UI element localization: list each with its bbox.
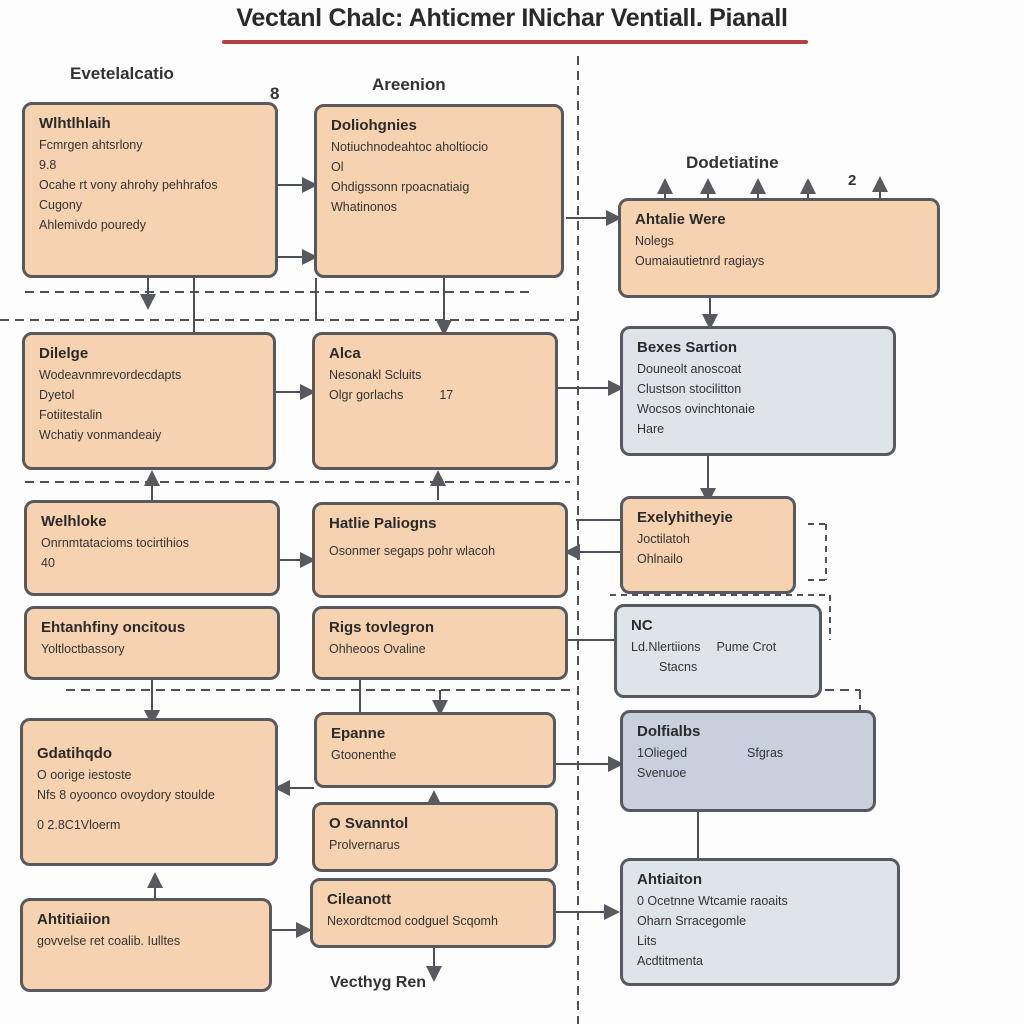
box-line: Yoltloctbassory [41, 642, 125, 656]
box-title: O Svanntol [329, 815, 409, 832]
flow-box-17: Ahtitiaiion govvelse ret coalib. Iulltes [20, 898, 272, 992]
arrow-connectors [140, 176, 888, 982]
box-line: Gtoonenthe [331, 748, 397, 762]
box-title: Ahtiaiton [637, 871, 702, 888]
box-line: Hare [637, 422, 665, 436]
flow-box-6: Bexes Sartion Douneolt anoscoat Clustson… [620, 326, 896, 456]
column-label-left: Evetelalcatio [70, 64, 174, 83]
box-title: Wlhtlhlaih [39, 115, 111, 132]
box-line: Fcmrgen ahtsrlony [39, 138, 143, 152]
page-title: Vectanl Chalc: Ahticmer INichar Ventiall… [236, 4, 788, 32]
flow-box-11: Rigs tovlegron Ohheoos Ovaline [312, 606, 568, 680]
box-title: Doliohgnies [331, 117, 417, 134]
box-line: Ocahe rt vony ahrohy pehhrafos [39, 178, 218, 192]
box-title: Hatlie Paliogns [329, 515, 437, 532]
flow-box-19: Ahtiaiton 0 Ocetnne Wtcamie raoaits Ohar… [620, 858, 900, 986]
column-label-middle: Areenion [372, 75, 446, 94]
box-title: Epanne [331, 725, 386, 742]
box-line: Whatinonos [331, 200, 398, 214]
flow-box-13: Gdatihqdo O oorige iestoste Nfs 8 oyoonc… [20, 718, 278, 866]
box-title: Exelyhitheyie [637, 509, 733, 526]
box-line: Dyetol [39, 388, 75, 402]
box-line: Stacns [659, 660, 698, 674]
box-line: Nolegs [635, 234, 674, 248]
box-title: Dilelge [39, 345, 89, 362]
box-title: Dolfialbs [637, 723, 701, 740]
box-line: Notiuchnodeahtoc aholtiocio [331, 140, 489, 154]
flow-box-16: O Svanntol Prolvernarus [312, 802, 558, 872]
flow-box-8: Hatlie Paliogns Osonmer segaps pohr wlac… [312, 502, 568, 598]
box-title: Alca [329, 345, 361, 362]
column-number-left: 8 [270, 84, 280, 103]
box-line: Ohheoos Ovaline [329, 642, 426, 656]
box-line: Ohdigssonn rpoacnatiaig [331, 180, 470, 194]
box-line: Osonmer segaps pohr wlacoh [329, 544, 496, 558]
column-number-right: 2 [848, 172, 857, 189]
flow-box-4: Dilelge Wodeavnmrevordecdapts Dyetol Fot… [22, 332, 276, 470]
box-line: Ahlemivdo pouredy [39, 218, 147, 232]
flow-box-2: Doliohgnies Notiuchnodeahtoc aholtiocio … [314, 104, 564, 278]
box-line: Clustson stocilitton [637, 382, 742, 396]
box-line: Nesonakl Scluits [329, 368, 422, 382]
flow-box-10: Ehtanhfiny oncitous Yoltloctbassory [24, 606, 280, 680]
dashed-dividers [0, 56, 861, 1024]
box-line: Onrnmtatacioms tocirtihios [41, 536, 189, 550]
box-line: O oorige iestoste [37, 768, 132, 782]
column-label-right: Dodetiatine [686, 153, 779, 172]
box-line: Cugony [39, 198, 83, 212]
box-line: Wocsos ovinchtonaie [637, 402, 755, 416]
flow-box-1: Wlhtlhlaih Fcmrgen ahtsrlony 9.8 Ocahe r… [22, 102, 278, 278]
box-line: Prolvernarus [329, 838, 400, 852]
box-line: 40 [41, 556, 55, 570]
title-underline [222, 40, 808, 44]
flow-box-14: Epanne Gtoonenthe [314, 712, 556, 788]
box-title: Ehtanhfiny oncitous [41, 619, 186, 636]
flow-box-7: Welhloke Onrnmtatacioms tocirtihios 40 [24, 500, 280, 596]
box-line: Nexordtcmod codguel Scqomh [327, 914, 498, 928]
box-line: 9.8 [39, 158, 57, 172]
box-line: Fotiitestalin [39, 408, 103, 422]
box-line: Oharn Srracegomle [637, 914, 747, 928]
box-line: Ol [331, 160, 344, 174]
box-title: NC [631, 617, 653, 634]
box-line: Lits [637, 934, 657, 948]
box-title: Ahtalie Were [635, 211, 726, 228]
bottom-label: Vecthyg Ren [330, 974, 427, 991]
box-line: 0 2.8C1Vloerm [37, 818, 121, 832]
box-title: Bexes Sartion [637, 339, 738, 356]
box-line: Wchatiy vonmandeaiy [39, 428, 162, 442]
box-line: Ohlnailo [637, 552, 683, 566]
box-line: Acdtitmenta [637, 954, 704, 968]
flow-box-18: Cileanott Nexordtcmod codguel Scqomh [310, 878, 556, 948]
box-title: Gdatihqdo [37, 745, 112, 762]
box-line: Joctilatoh [637, 532, 690, 546]
box-title: Ahtitiaiion [37, 911, 111, 928]
box-title: Rigs tovlegron [329, 619, 435, 636]
box-line: Svenuoe [637, 766, 687, 780]
box-line: Wodeavnmrevordecdapts [39, 368, 182, 382]
box-line: Nfs 8 oyoonco ovoydory stoulde [37, 788, 215, 802]
flow-box-3: Ahtalie Were Nolegs Oumaiautietnrd ragia… [618, 198, 940, 298]
box-title: Welhloke [41, 513, 107, 530]
box-line: 0 Ocetnne Wtcamie raoaits [637, 894, 788, 908]
box-title: Cileanott [327, 891, 392, 908]
box-line: Oumaiautietnrd ragiays [635, 254, 765, 268]
box-line: govvelse ret coalib. Iulltes [37, 934, 181, 948]
flow-box-9: Exelyhitheyie Joctilatoh Ohlnailo [620, 496, 796, 594]
box-line: Douneolt anoscoat [637, 362, 742, 376]
